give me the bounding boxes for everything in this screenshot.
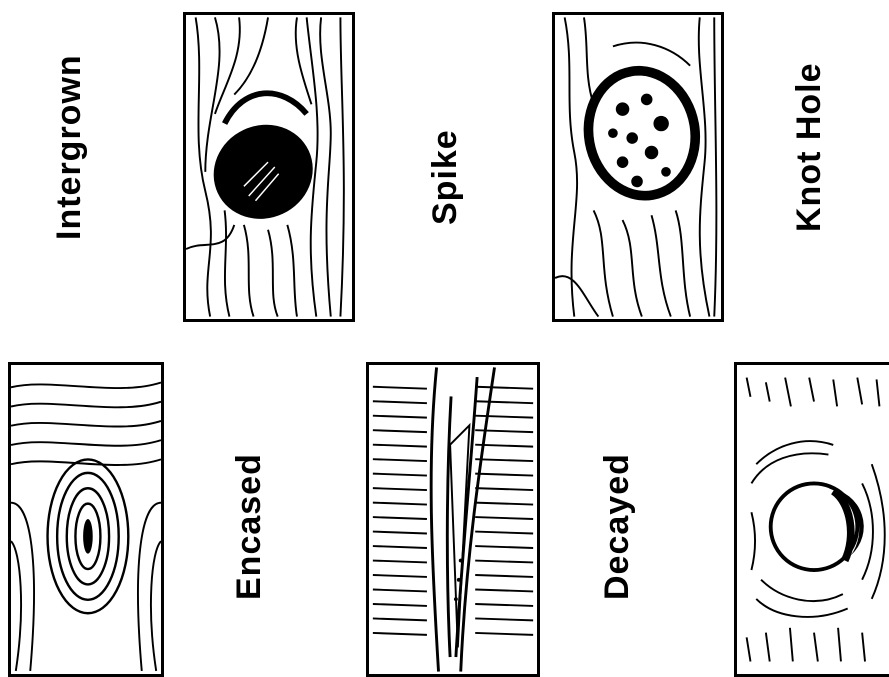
label-decayed: Decayed bbox=[600, 453, 634, 600]
spike-knot-drawing bbox=[369, 365, 537, 674]
label-encased: Encased bbox=[232, 453, 266, 600]
intergrown-knot-drawing bbox=[186, 15, 352, 319]
knot-hole-drawing bbox=[737, 365, 889, 674]
spike-knot-illustration bbox=[366, 362, 540, 677]
label-knot-hole: Knot Hole bbox=[792, 62, 826, 232]
decayed-knot-drawing bbox=[555, 15, 721, 319]
label-intergrown: Intergrown bbox=[52, 54, 86, 240]
encased-knot-drawing bbox=[11, 365, 161, 674]
label-spike: Spike bbox=[428, 129, 462, 225]
knot-hole-illustration bbox=[734, 362, 889, 677]
decayed-knot-illustration bbox=[552, 12, 724, 322]
intergrown-knot-illustration bbox=[183, 12, 355, 322]
encased-knot-illustration bbox=[8, 362, 164, 677]
